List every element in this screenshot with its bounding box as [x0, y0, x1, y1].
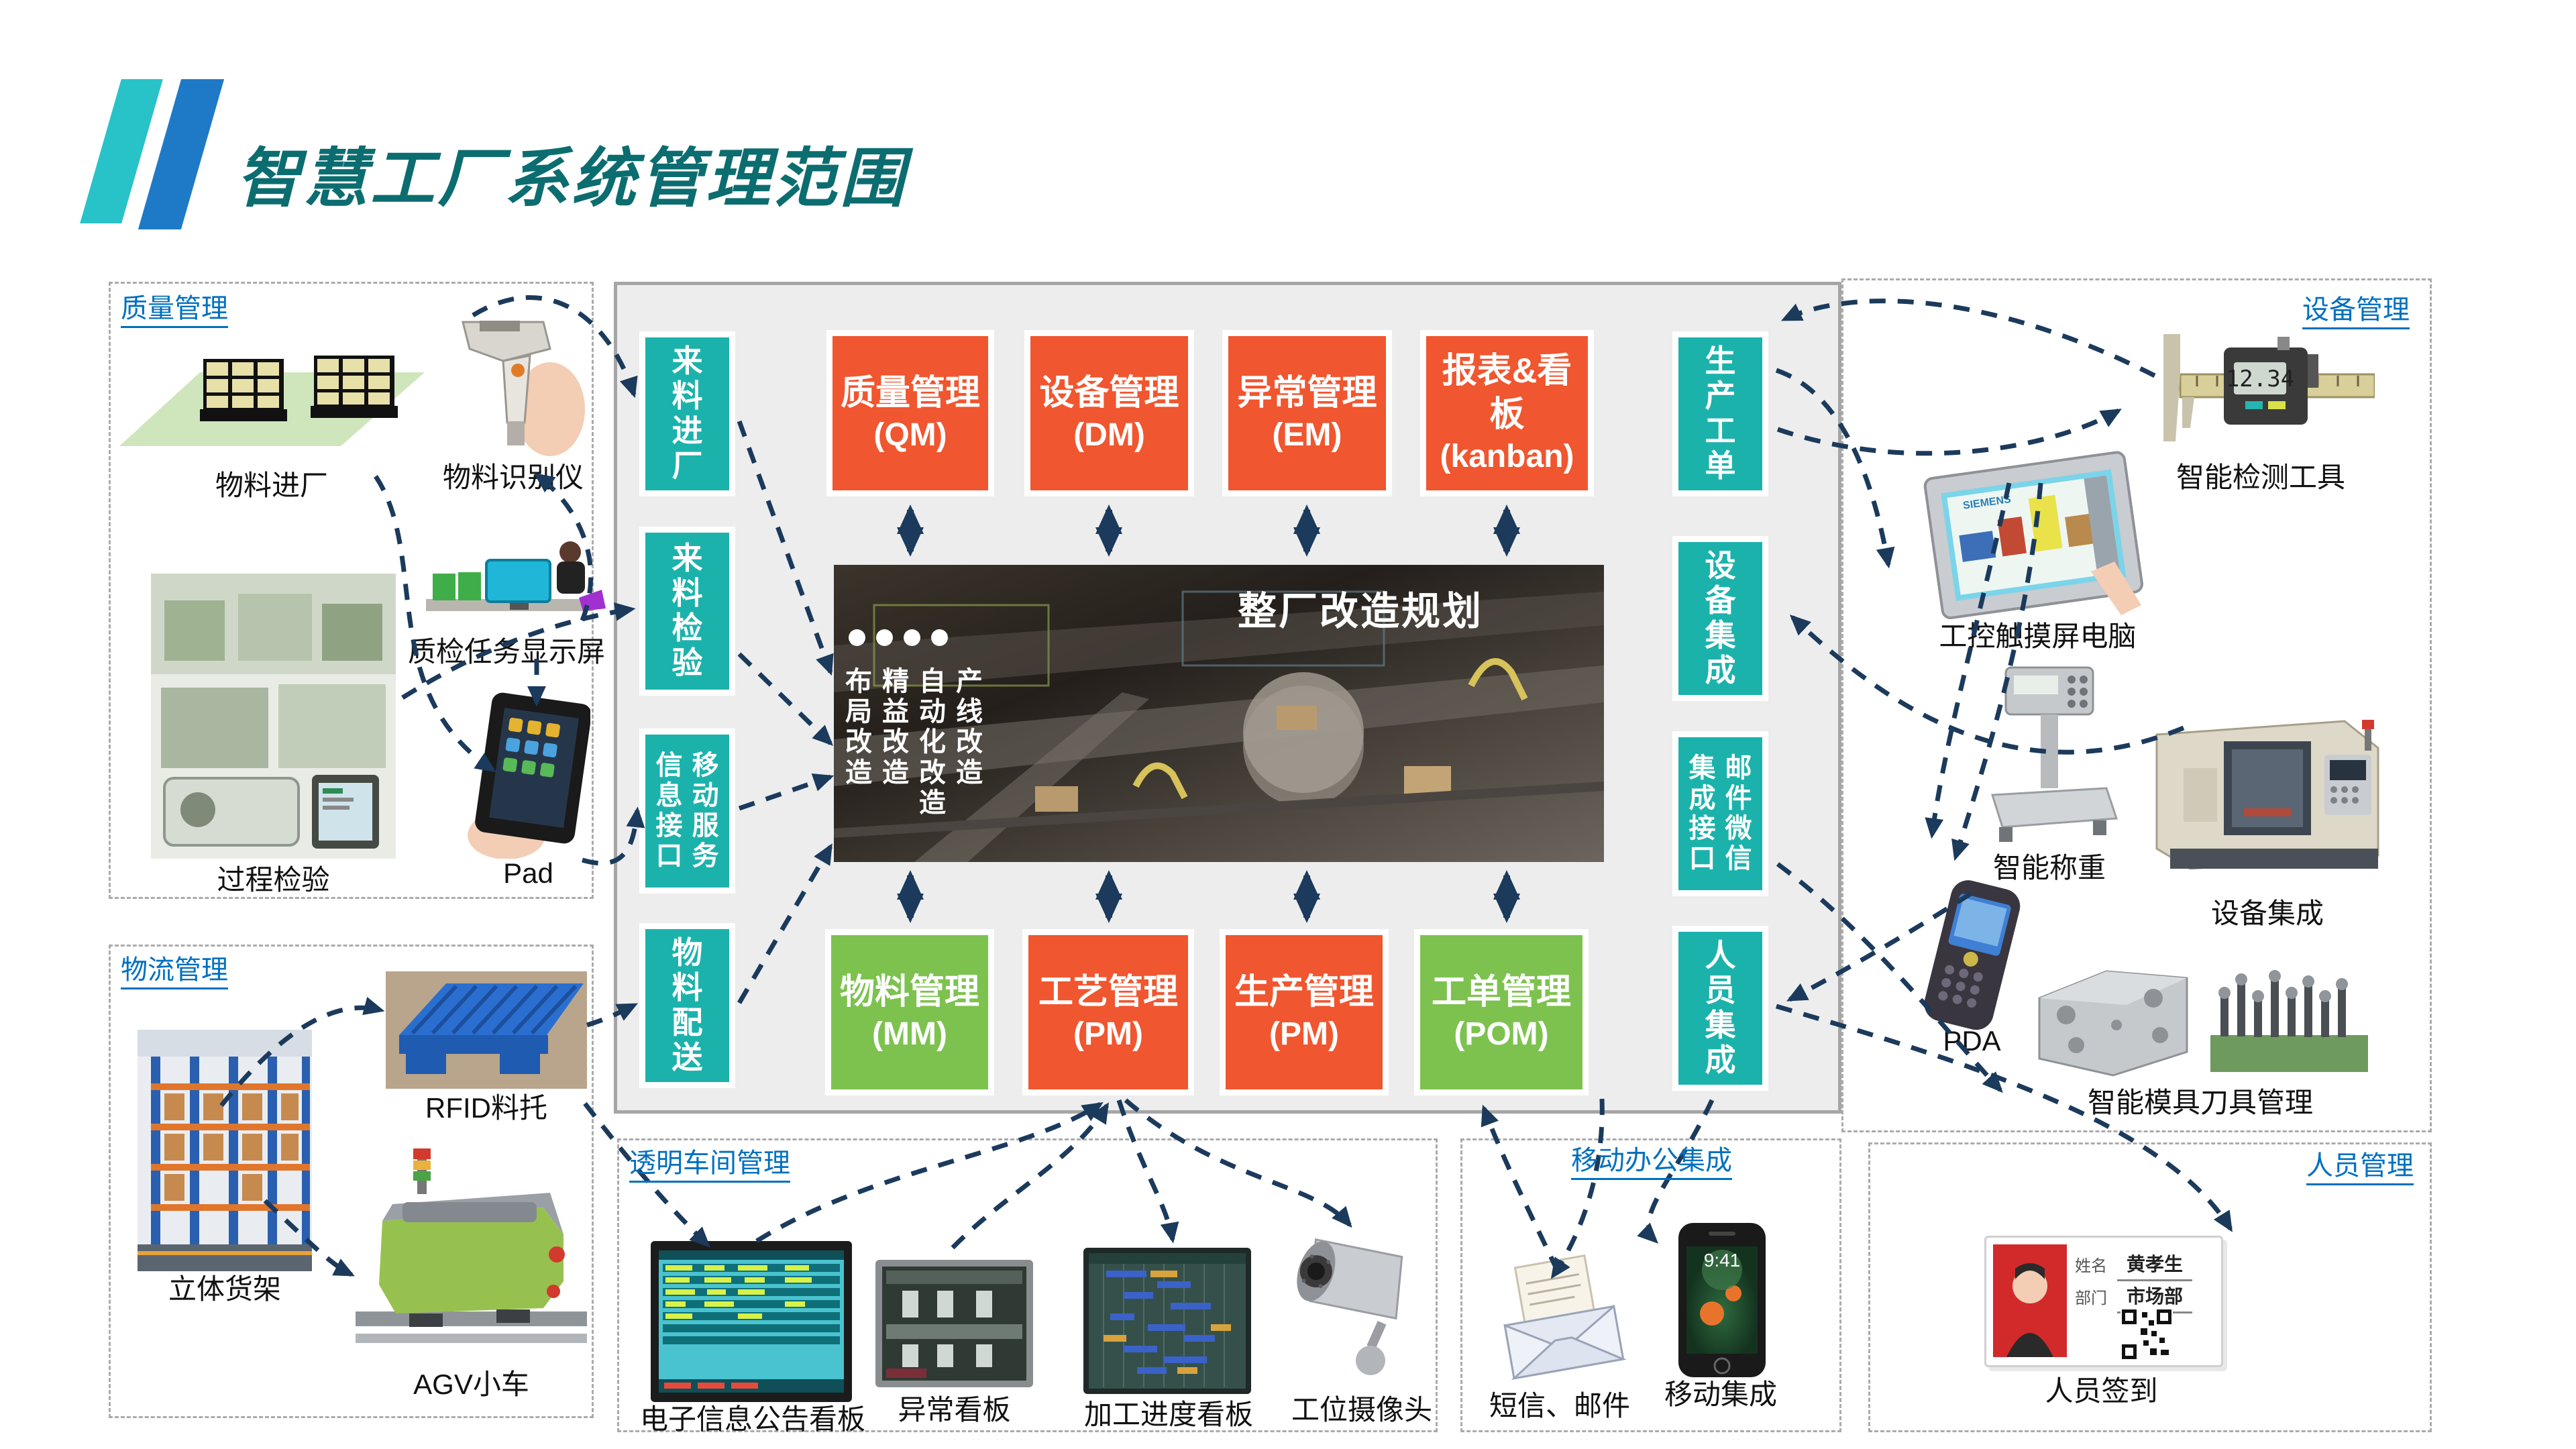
core-left-incoming: 来料进厂: [639, 331, 735, 496]
pda-icon: [1924, 880, 2021, 1030]
id-name-value: 黄孝生: [2117, 1250, 2193, 1281]
info-board-icon: [651, 1241, 852, 1402]
svg-text:12.34: 12.34: [2226, 366, 2294, 392]
caption-cnc: 设备集成: [2210, 898, 2324, 929]
agv-cart-icon: [356, 1148, 587, 1343]
core-right-production-order: 生产工单: [1672, 331, 1768, 496]
caption-process-inspection: 过程检验: [217, 864, 330, 896]
caption-pda: PDA: [1943, 1025, 2001, 1057]
factory-plan-decor: [834, 590, 1604, 862]
caption-incoming-material: 物料进厂: [215, 470, 328, 501]
mold-tools-icon: [2038, 970, 2368, 1077]
module-production-pm: 生产管理(PM): [1220, 929, 1389, 1095]
abnormal-board-icon: [875, 1260, 1033, 1387]
rfid-pallet-icon: [386, 971, 587, 1089]
gantt-board-icon: [1083, 1248, 1251, 1394]
label-logistics: 物流管理: [121, 955, 228, 989]
plan-title: 整厂改造规划: [1237, 590, 1483, 633]
plan-dots: [849, 629, 948, 646]
label-personnel: 人员管理: [2306, 1151, 2414, 1185]
smartphone-icon: 9:41: [1678, 1223, 1766, 1377]
id-name-label: 姓名: [2075, 1257, 2107, 1275]
caption-stereo-rack: 立体货架: [168, 1273, 281, 1305]
smart-scale-icon: [1990, 666, 2118, 842]
id-dept-label: 部门: [2075, 1289, 2107, 1307]
cctv-camera-icon: [1297, 1238, 1403, 1375]
caption-mobile-integration: 移动集成: [1664, 1379, 1777, 1410]
label-workshop: 透明车间管理: [629, 1148, 790, 1183]
module-workorder-pom: 工单管理(POM): [1414, 929, 1589, 1095]
label-mobile: 移动办公集成: [1571, 1146, 1732, 1180]
core-right-personnel-integration: 人员集成: [1672, 926, 1768, 1091]
digital-caliper-icon: 12.34: [2163, 334, 2375, 441]
caption-gantt-board: 加工进度看板: [1083, 1399, 1253, 1430]
id-card: 姓名 黄孝生 部门 市场部: [1984, 1236, 2223, 1367]
stereo-rack-icon: [138, 1030, 312, 1271]
caption-sms-mail: 短信、邮件: [1489, 1390, 1630, 1421]
caption-qc-screen: 质检任务显示屏: [407, 636, 605, 667]
plan-columns: 布局改造 精益改造 自动化改造 产线改造: [845, 667, 983, 818]
caption-caliper: 智能检测工具: [2176, 462, 2345, 493]
pad-icon: [468, 692, 590, 859]
module-abnormal-em: 异常管理(EM): [1222, 330, 1392, 496]
caption-personnel-signin: 人员签到: [2045, 1375, 2158, 1407]
svg-text:9:41: 9:41: [1704, 1250, 1741, 1271]
caption-scanner: 物料识别仪: [442, 462, 584, 493]
caption-info-board: 电子信息公告看板: [639, 1403, 865, 1435]
caption-cctv: 工位摄像头: [1291, 1394, 1432, 1426]
caption-abnormal-board: 异常看板: [898, 1394, 1011, 1426]
caption-rfid-pallet: RFID料托: [425, 1092, 547, 1124]
core-right-equipment-integration: 设备集成: [1672, 536, 1768, 701]
module-process-pm: 工艺管理(PM): [1022, 929, 1194, 1095]
module-equipment-dm: 设备管理(DM): [1024, 330, 1194, 496]
panel-pc-icon: SIEMENS: [1923, 451, 2143, 620]
core-left-mobile-service-interface: 信息接口移动服务: [639, 729, 735, 894]
process-inspection-photo: [151, 574, 396, 859]
caption-pad: Pad: [503, 857, 553, 889]
barcode-scanner-icon: [462, 321, 585, 456]
module-quality-qm: 质量管理(QM): [826, 330, 994, 496]
incoming-material-pallets-icon: [119, 356, 425, 446]
module-report-kanban: 报表&看板(kanban): [1420, 330, 1594, 496]
id-photo: [1993, 1244, 2067, 1357]
core-left-material-delivery: 物料配送: [639, 923, 735, 1088]
module-material-mm: 物料管理(MM): [825, 929, 994, 1095]
qc-task-screen-icon: [426, 541, 606, 611]
id-qr-code: [2121, 1308, 2173, 1360]
page-title: 智慧工厂系统管理范围: [236, 143, 907, 215]
core-left-inspection: 来料检验: [639, 527, 735, 696]
label-quality: 质量管理: [121, 294, 228, 328]
caption-mold-tools: 智能模具刀具管理: [2087, 1087, 2313, 1118]
caption-panel-pc: 工控触摸屏电脑: [1939, 621, 2137, 652]
caption-agv-cart: AGV小车: [413, 1368, 529, 1400]
cnc-machine-icon: [2155, 720, 2379, 870]
core-right-mail-wechat-interface: 集成接口邮件微信: [1672, 731, 1768, 896]
label-equipment: 设备管理: [2302, 295, 2410, 329]
factory-plan-image: 整厂改造规划 布局改造 精益改造 自动化改造 产线改造: [834, 565, 1604, 862]
mail-envelope-icon: [1503, 1254, 1627, 1381]
